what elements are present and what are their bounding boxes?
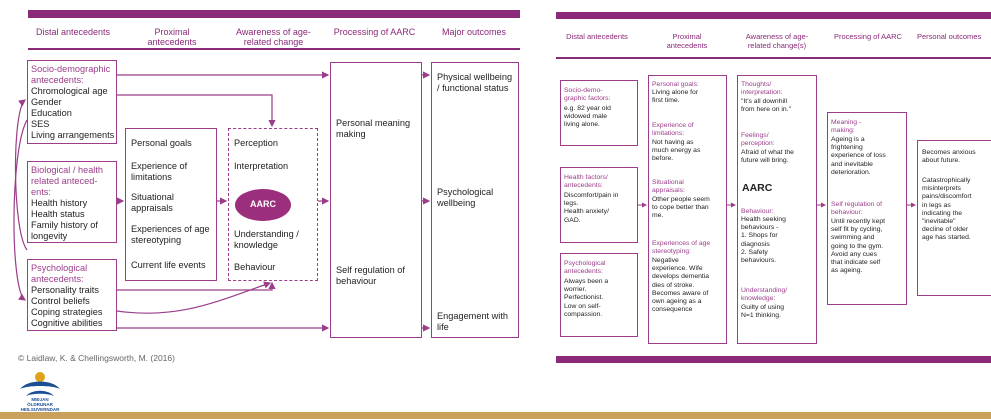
left-header-proximal: Proximal antecedents (147, 27, 197, 48)
left-top-bar (28, 10, 520, 18)
left-header-distal: Distal antecedents (35, 27, 111, 37)
right-aarc-label: AARC (742, 182, 773, 194)
socio-items: Chromological age Gender Education SES L… (31, 86, 115, 140)
outcome-physical: Physical wellbeing / functional status (437, 72, 513, 93)
right-header-rule (556, 57, 991, 59)
proximal-item-goals: Personal goals (131, 138, 192, 148)
right-bottom-bar (556, 356, 991, 363)
right-header-outcomes: Personal outcomes (917, 32, 982, 41)
awareness-interpretation: Interpretation (234, 161, 289, 171)
right-psych-title: Psychological antecedents: (564, 260, 606, 276)
right-outcome-anxious: Becomes anxious about future. (922, 149, 976, 165)
left-header-rule (28, 48, 520, 50)
right-prox-goals-title: Personal goals: (652, 81, 699, 88)
right-prox-stereotyping-body: Negative experience. Wife develops demen… (652, 257, 710, 314)
right-awareness-box: Thoughts/ interpretation: "It's all down… (737, 75, 817, 344)
right-outcomes-box: Becomes anxious about future. Catastroph… (917, 140, 991, 296)
right-distal-socio-box: Socio-demo- graphic factors: e.g. 82 yea… (560, 80, 638, 146)
right-header-distal: Distal antecedents (566, 32, 628, 41)
right-aw-behaviour-title: Behaviour: (741, 208, 774, 215)
right-aw-understanding-body: Guilty of using N=1 thinking. (741, 304, 785, 320)
left-awareness-box: Perception Interpretation AARC Understan… (228, 128, 318, 281)
arrow-psych-to-awareness (117, 281, 276, 291)
right-socio-body: e.g. 82 year old widowed male living alo… (564, 105, 611, 129)
right-proximal-box: Personal goals: Living alone for first t… (648, 75, 727, 344)
left-distal-psychological-box: Psychological antecedents: Personality t… (27, 259, 117, 331)
right-psych-body: Always been a worrier. Perfectionist. Lo… (564, 278, 609, 318)
outcome-psychological: Psychological wellbeing (437, 187, 494, 208)
right-health-title: Health factors/ antecedents: (564, 174, 608, 190)
arrow-curve-to-awareness (116, 281, 272, 314)
awareness-behaviour: Behaviour (234, 262, 276, 272)
arrow-socio-to-awareness (117, 94, 276, 128)
right-header-processing: Processing of AARC (834, 32, 902, 41)
awareness-understanding: Understanding / knowledge (234, 229, 299, 250)
right-header-awareness: Awareness of age- related change(s) (745, 32, 809, 50)
right-proc-meaning-body: Ageing is a frightening experience of lo… (831, 136, 886, 176)
right-aw-understanding-title: Understanding/ knowledge: (741, 287, 788, 303)
right-distal-health-box: Health factors/ antecedents: Discomfort/… (560, 167, 638, 243)
outcome-engagement: Engagement with life (437, 311, 508, 332)
left-proximal-box: Personal goals Experience of limitations… (125, 128, 217, 281)
left-processing-box: Personal meaning making Self regulation … (330, 62, 422, 338)
aarc-ellipse (235, 189, 291, 221)
proximal-item-stereotyping: Experiences of age stereotyping (131, 224, 210, 245)
right-prox-appraisals-title: Situational appraisals: (652, 179, 685, 195)
awareness-perception: Perception (234, 138, 278, 148)
psychological-title: Psychological antecedents: (31, 263, 88, 284)
right-aw-thoughts-body: "It's all downhill from here on in." (741, 98, 792, 114)
left-distal-socio-box: Socio-demographic antecedents: Chromolog… (27, 60, 117, 144)
right-proc-selfreg-body: Until recently kept self fit by cycling,… (831, 218, 886, 275)
aarc-label: AARC (250, 199, 276, 209)
logo: MIÐJAN ÖLDRUNAR HEILSUVERNDAR (10, 369, 70, 412)
right-proc-selfreg-title: Self regulation of behaviour: (831, 201, 883, 217)
processing-meaning: Personal meaning making (336, 118, 411, 139)
socio-title: Socio-demographic antecedents: (31, 64, 111, 85)
biological-title: Biological / health related anteced- ent… (31, 165, 104, 197)
right-prox-goals-body: Living alone for first time. (652, 89, 699, 105)
arrow-left-loop-2 (13, 119, 28, 301)
bottom-rule (0, 412, 991, 419)
biological-items: Health history Health status Family hist… (31, 198, 98, 241)
right-aw-feelings-body: Afraid of what the future will bring. (741, 149, 794, 165)
right-prox-limitations-body: Not having as much energy as before. (652, 139, 701, 163)
right-prox-stereotyping-title: Experiences of age stereotyping: (652, 240, 711, 256)
right-outcome-catastrophic: Catastrophically misinterprets pains/dis… (922, 177, 972, 242)
left-outcomes-box: Physical wellbeing / functional status P… (431, 62, 519, 338)
right-distal-psych-box: Psychological antecedents: Always been a… (560, 253, 638, 337)
right-top-bar (556, 12, 991, 19)
proximal-item-life-events: Current life events (131, 260, 206, 270)
right-aw-feelings-title: Feelings/ perception: (741, 132, 775, 148)
logo-text: MIÐJAN ÖLDRUNAR HEILSUVERNDAR (20, 397, 60, 412)
copyright-text: © Laidlaw, K. & Chellingsworth, M. (2016… (18, 353, 175, 363)
left-distal-biological-box: Biological / health related anteced- ent… (27, 161, 117, 243)
left-header-awareness: Awareness of age- related change (236, 27, 311, 48)
left-header-processing: Processing of AARC (333, 27, 416, 37)
right-proc-meaning-title: Meaning - making: (831, 119, 862, 135)
processing-self-regulation: Self regulation of behaviour (336, 265, 405, 286)
logo-mark-icon (20, 372, 60, 396)
right-header-proximal: Proximal antecedents (666, 32, 708, 50)
right-aw-behaviour-body: Health seeking behaviours - 1. Shops for… (741, 216, 786, 265)
proximal-item-limitations: Experience of limitations (131, 161, 188, 182)
right-socio-title: Socio-demo- graphic factors: (564, 87, 611, 103)
proximal-item-appraisals: Situational appraisals (131, 192, 174, 213)
left-header-outcomes: Major outcomes (441, 27, 507, 37)
right-prox-appraisals-body: Other people seem to cope better than me… (652, 196, 710, 220)
right-processing-box: Meaning - making: Ageing is a frightenin… (827, 112, 907, 305)
right-aw-thoughts-title: Thoughts/ interpretation: (741, 81, 783, 97)
psychological-items: Personality traits Control beliefs Copin… (31, 285, 103, 328)
right-prox-limitations-title: Experience of limitations: (652, 122, 694, 138)
right-health-body: Discomfort/pain in legs. Health anxiety/… (564, 192, 619, 224)
